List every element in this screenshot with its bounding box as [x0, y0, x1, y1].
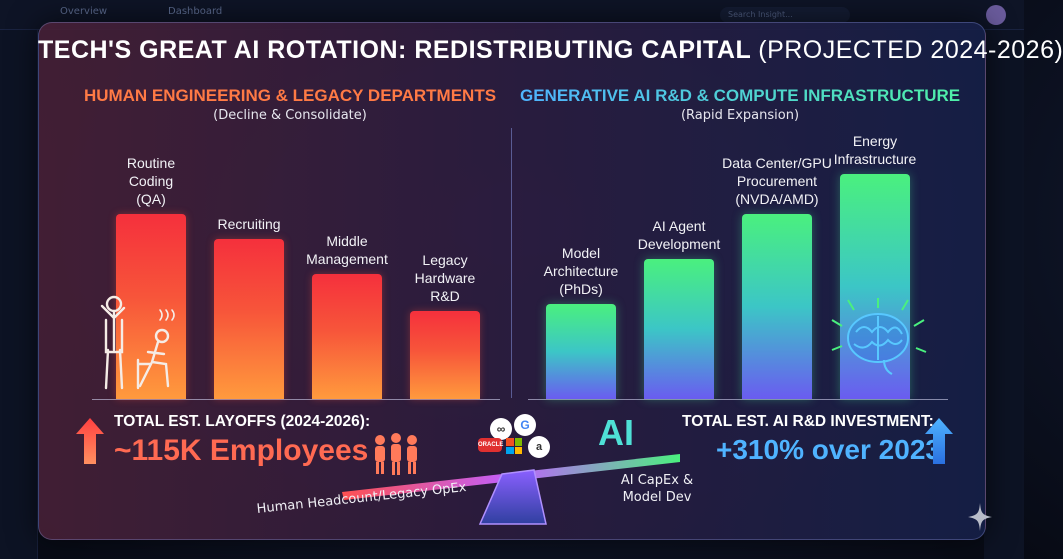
- microsoft-logo-icon: [506, 438, 522, 454]
- background-sidebar: [0, 30, 38, 559]
- google-logo-icon: G: [514, 414, 536, 436]
- right-section-note: (Rapid Expansion): [680, 108, 800, 123]
- bar-label-line: Infrastructure: [833, 151, 917, 167]
- total-layoffs-value: ~115K Employees: [114, 434, 369, 467]
- bar-label-line: Middle: [326, 233, 368, 249]
- bar-label-line: Model: [561, 245, 601, 261]
- seesaw-balance: [342, 454, 680, 525]
- bar-label-left-1: Recruiting: [179, 215, 319, 233]
- total-ai-investment-label: TOTAL EST. AI R&D INVESTMENT:: [682, 413, 934, 430]
- bar-left-2: [312, 274, 382, 399]
- bar-left-3: [410, 311, 480, 399]
- arrow-up-blue-icon: [925, 418, 953, 464]
- bar-label-line: R&D: [430, 288, 460, 304]
- chart-title-main: TECH'S GREAT AI ROTATION: REDISTRIBUTING…: [38, 36, 751, 64]
- bar-label-line: Hardware: [414, 270, 476, 286]
- left-section-title: HUMAN ENGINEERING & LEGACY DEPARTMENTS: [83, 86, 497, 105]
- arrow-up-icon: [76, 418, 104, 464]
- bar-label-right-2: Data Center/GPU Procurement (NVDA/AMD): [707, 154, 847, 208]
- bar-label-line: Procurement: [736, 173, 818, 189]
- seesaw-right-line: Model Dev: [622, 490, 692, 505]
- bar-label-line: (QA): [136, 191, 166, 207]
- bar-right-1: [644, 259, 714, 399]
- chart-subtitle: (PROJECTED 2024-2026): [758, 36, 1063, 64]
- oracle-logo-icon: ORACLE: [478, 438, 503, 452]
- amazon-logo-icon: a: [528, 436, 550, 458]
- right-baseline: [528, 399, 948, 400]
- bar-label-line: Development: [637, 236, 721, 252]
- bar-label-line: (NVDA/AMD): [735, 191, 819, 207]
- bar-label-line: Recruiting: [217, 216, 281, 232]
- right-section-title: GENERATIVE AI R&D & COMPUTE INFRASTRUCTU…: [520, 86, 961, 105]
- meta-logo-icon: ∞: [490, 418, 512, 440]
- brain-icon: [831, 298, 927, 375]
- bar-label-line: Management: [306, 251, 388, 267]
- stressed-workers-icon: [100, 295, 175, 390]
- ai-label: AI: [598, 412, 634, 453]
- sparkle-icon: [968, 503, 992, 531]
- left-section-note: (Decline & Consolidate): [213, 108, 367, 123]
- left-baseline: [92, 399, 500, 400]
- avatar[interactable]: [986, 5, 1006, 25]
- seesaw-right-label: AI CapEx & Model Dev: [602, 472, 712, 506]
- bar-label-line: Architecture: [543, 263, 619, 279]
- background-right-rail: [984, 30, 1024, 559]
- bar-left-1: [214, 239, 284, 399]
- people-icon: [375, 433, 417, 475]
- bar-right-0: [546, 304, 616, 399]
- bar-label-line: Legacy: [422, 252, 468, 268]
- bar-right-2: [742, 214, 812, 399]
- bar-left-0: [116, 214, 186, 399]
- background-tab-overview[interactable]: Overview: [60, 6, 108, 17]
- section-divider: [511, 128, 512, 398]
- bar-label-line: AI Agent: [652, 218, 706, 234]
- total-layoffs-label: TOTAL EST. LAYOFFS (2024-2026):: [114, 413, 371, 430]
- bar-label-line: Data Center/GPU: [722, 155, 832, 171]
- background-tab-dashboard[interactable]: Dashboard: [168, 6, 223, 17]
- seesaw-right-line: AI CapEx &: [620, 473, 694, 488]
- bar-label-line: Routine: [126, 155, 176, 171]
- total-ai-investment-value: +310% over 2023: [716, 434, 941, 465]
- background-search-input[interactable]: Search Insight...: [720, 7, 850, 23]
- bar-label-line: Coding: [128, 173, 174, 189]
- bar-label-line: (PhDs): [559, 281, 603, 297]
- chart-title: TECH'S GREAT AI ROTATION: REDISTRIBUTING…: [38, 36, 1063, 65]
- bar-label-line: Energy: [852, 133, 898, 149]
